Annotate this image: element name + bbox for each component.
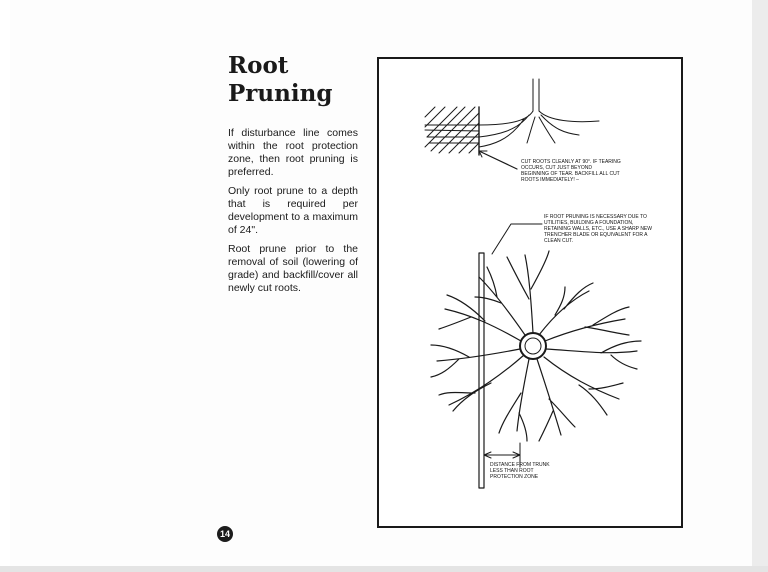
distance-label: DISTANCE FROM TRUNK LESS THAN ROOT PROTE… bbox=[490, 462, 550, 480]
diagram-illustration bbox=[424, 78, 642, 489]
page-number-badge: 14 bbox=[217, 526, 233, 542]
page-title: Root Pruning bbox=[228, 52, 332, 108]
body-text: If disturbance line comes within the roo… bbox=[228, 127, 358, 301]
root-pruning-diagram: CUT ROOTS CLEANLY AT 90°. IF TEARING OCC… bbox=[377, 57, 683, 528]
page-edge-bottom bbox=[0, 566, 768, 572]
paragraph-depth: Only root prune to a depth that is requi… bbox=[228, 185, 358, 236]
distance-dimension bbox=[483, 442, 521, 468]
title-line-1: Root bbox=[228, 52, 289, 79]
paragraph-disturbance: If disturbance line comes within the roo… bbox=[228, 127, 358, 178]
root-cut-line bbox=[478, 252, 485, 489]
page-edge bbox=[752, 0, 768, 572]
paragraph-timing: Root prune prior to the removal of soil … bbox=[228, 243, 358, 294]
page-number: 14 bbox=[219, 529, 230, 539]
cut-instruction-note: CUT ROOTS CLEANLY AT 90°. IF TEARING OCC… bbox=[521, 159, 621, 183]
root-system bbox=[430, 250, 642, 442]
cut-root-detail bbox=[424, 78, 600, 170]
pruning-necessity-note: IF ROOT PRUNING IS NECESSARY DUE TO UTIL… bbox=[544, 214, 652, 244]
title-line-2: Pruning bbox=[228, 80, 333, 107]
